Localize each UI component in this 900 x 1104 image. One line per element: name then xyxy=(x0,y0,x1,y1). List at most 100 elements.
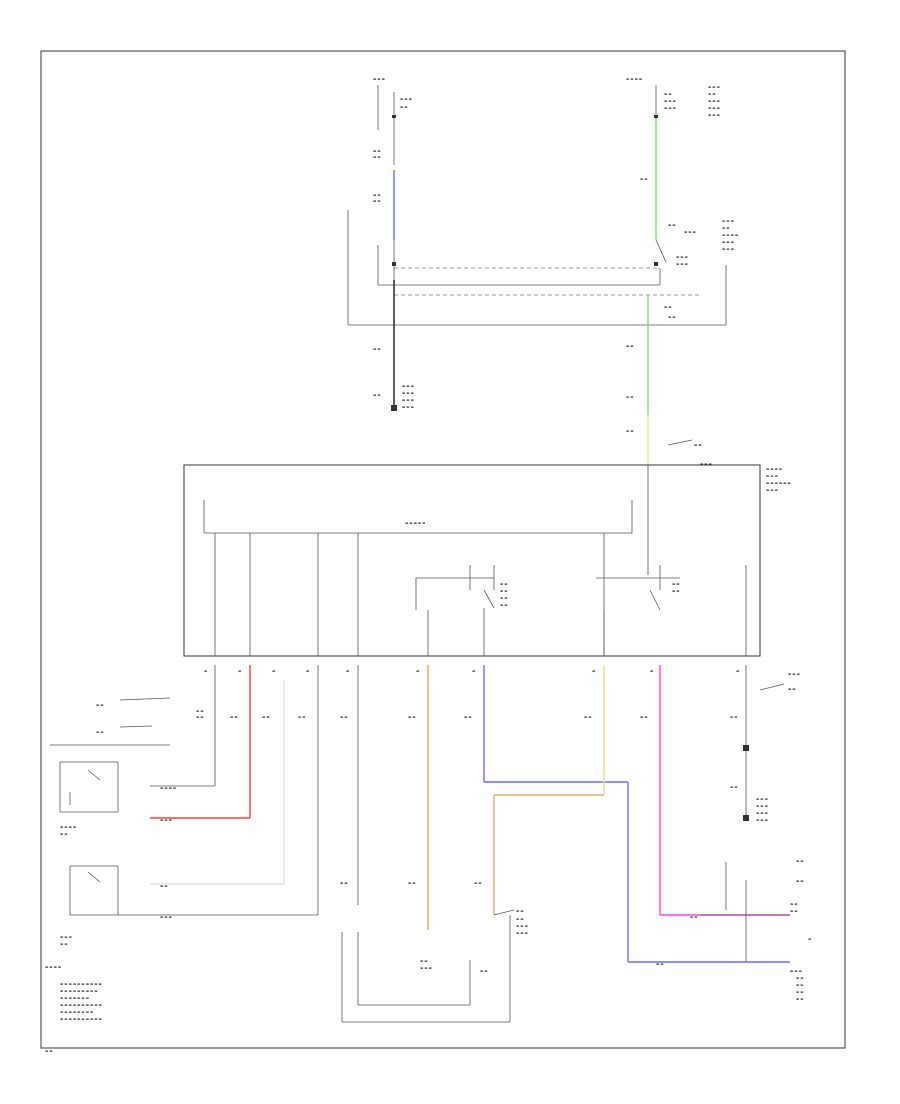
svg-text:▬ ▬: ▬ ▬ xyxy=(500,596,508,600)
svg-text:▬ ▬ ▬: ▬ ▬ ▬ xyxy=(676,262,688,266)
svg-text:▬ ▬ ▬: ▬ ▬ ▬ xyxy=(676,255,688,259)
svg-text:▬ ▬ ▬: ▬ ▬ ▬ xyxy=(420,966,432,970)
svg-text:▬ ▬: ▬ ▬ xyxy=(722,226,730,230)
svg-text:▬ ▬: ▬ ▬ xyxy=(400,105,408,109)
svg-text:▬ ▬: ▬ ▬ xyxy=(45,1049,53,1053)
svg-text:▬ ▬ ▬: ▬ ▬ ▬ xyxy=(766,488,778,492)
svg-text:▬ ▬ ▬: ▬ ▬ ▬ xyxy=(708,106,720,110)
svg-text:▬: ▬ xyxy=(736,669,739,673)
svg-text:▬ ▬ ▬ ▬: ▬ ▬ ▬ ▬ xyxy=(45,965,61,969)
svg-text:▬ ▬ ▬ ▬: ▬ ▬ ▬ ▬ xyxy=(60,825,76,829)
svg-text:▬ ▬: ▬ ▬ xyxy=(373,347,381,351)
svg-text:▬ ▬: ▬ ▬ xyxy=(420,959,428,963)
svg-text:▬ ▬: ▬ ▬ xyxy=(408,881,416,885)
svg-text:▬ ▬: ▬ ▬ xyxy=(584,715,592,719)
svg-text:▬ ▬: ▬ ▬ xyxy=(788,687,796,691)
svg-text:▬ ▬ ▬ ▬ ▬ ▬ ▬: ▬ ▬ ▬ ▬ ▬ ▬ ▬ xyxy=(60,996,89,1000)
svg-text:▬ ▬: ▬ ▬ xyxy=(262,715,270,719)
svg-text:▬ ▬ ▬: ▬ ▬ ▬ xyxy=(373,77,385,81)
right-top-feed: ▬ ▬ ▬ ▬ ▬ ▬ ▬ ▬ ▬ ▬ ▬ ▬ ▬ ▬ ▬ ▬ ▬ ▬ ▬ ▬ … xyxy=(626,77,738,266)
svg-text:▬ ▬ ▬: ▬ ▬ ▬ xyxy=(756,818,768,822)
svg-text:▬ ▬ ▬: ▬ ▬ ▬ xyxy=(160,915,172,919)
svg-text:▬ ▬: ▬ ▬ xyxy=(668,223,676,227)
svg-text:▬ ▬ ▬ ▬ ▬ ▬ ▬ ▬ ▬ ▬: ▬ ▬ ▬ ▬ ▬ ▬ ▬ ▬ ▬ ▬ xyxy=(60,1003,102,1007)
control-module: ▬ ▬ ▬ ▬ ▬ ▬ ▬ ▬ ▬ ▬ ▬ ▬ ▬ ▬ ▬ ▬ ▬ ▬ ▬ ▬ … xyxy=(183,464,791,657)
wire-black: ▬ ▬ ▬ ▬ ▬ ▬ ▬ ▬ ▬ ▬ xyxy=(150,665,359,916)
svg-text:▬ ▬: ▬ ▬ xyxy=(500,603,508,607)
svg-text:▬ ▬ ▬ ▬: ▬ ▬ ▬ ▬ xyxy=(160,786,176,790)
svg-text:▬ ▬ ▬: ▬ ▬ ▬ xyxy=(766,474,778,478)
svg-text:▬ ▬: ▬ ▬ xyxy=(796,990,804,994)
svg-text:▬ ▬: ▬ ▬ xyxy=(373,199,381,203)
svg-text:▬: ▬ xyxy=(472,669,475,673)
svg-text:▬ ▬: ▬ ▬ xyxy=(626,429,634,433)
svg-text:▬ ▬ ▬: ▬ ▬ ▬ xyxy=(684,230,696,234)
svg-text:▬ ▬: ▬ ▬ xyxy=(790,909,798,913)
svg-text:▬ ▬ ▬ ▬ ▬ ▬ ▬ ▬ ▬: ▬ ▬ ▬ ▬ ▬ ▬ ▬ ▬ ▬ xyxy=(60,989,97,993)
svg-text:▬ ▬: ▬ ▬ xyxy=(373,155,381,159)
svg-text:▬ ▬: ▬ ▬ xyxy=(796,879,804,883)
upper-switch-assembly: ▬ ▬ ▬ ▬ xyxy=(347,210,727,326)
svg-text:▬ ▬: ▬ ▬ xyxy=(60,942,68,946)
svg-text:▬ ▬ ▬ ▬ ▬ ▬ ▬ ▬: ▬ ▬ ▬ ▬ ▬ ▬ ▬ ▬ xyxy=(60,1010,93,1014)
svg-text:▬ ▬: ▬ ▬ xyxy=(298,715,306,719)
svg-text:▬: ▬ xyxy=(416,669,419,673)
svg-text:▬ ▬: ▬ ▬ xyxy=(796,976,804,980)
svg-text:▬ ▬ ▬: ▬ ▬ ▬ xyxy=(708,99,720,103)
left-switch-lower: ▬ ▬ ▬ ▬ ▬ ▬ ▬ ▬ ▬ ▬ xyxy=(60,865,172,946)
svg-text:▬ ▬: ▬ ▬ xyxy=(790,902,798,906)
svg-text:▬ ▬: ▬ ▬ xyxy=(690,915,698,919)
diagram-border xyxy=(40,50,846,1049)
svg-text:▬ ▬: ▬ ▬ xyxy=(640,715,648,719)
svg-text:▬ ▬ ▬: ▬ ▬ ▬ xyxy=(402,384,414,388)
svg-text:▬ ▬ ▬: ▬ ▬ ▬ xyxy=(402,405,414,409)
svg-text:▬ ▬ ▬: ▬ ▬ ▬ xyxy=(516,924,528,928)
svg-text:▬ ▬: ▬ ▬ xyxy=(664,305,672,309)
svg-text:▬ ▬: ▬ ▬ xyxy=(672,582,680,586)
svg-text:▬ ▬ ▬: ▬ ▬ ▬ xyxy=(516,931,528,935)
svg-text:▬ ▬: ▬ ▬ xyxy=(672,589,680,593)
bottom-left-notes: ▬ ▬ ▬ ▬ ▬ ▬ ▬ ▬ ▬ ▬ ▬ ▬ ▬ ▬ ▬ ▬ ▬ ▬ ▬ ▬ … xyxy=(45,965,102,1053)
wire-blue: ▬ ▬ ▬ ▬ xyxy=(464,665,790,966)
svg-text:▬ ▬ ▬: ▬ ▬ ▬ xyxy=(756,797,768,801)
connector-pins: ▬ ▬ ▬ ▬ ▬ ▬ ▬ ▬ ▬ ▬ xyxy=(204,669,739,673)
svg-text:▬ ▬ ▬: ▬ ▬ ▬ xyxy=(400,97,412,101)
svg-text:▬ ▬: ▬ ▬ xyxy=(516,909,524,913)
svg-text:▬: ▬ xyxy=(306,669,309,673)
svg-text:▬ ▬: ▬ ▬ xyxy=(664,92,672,96)
svg-text:▬ ▬ ▬: ▬ ▬ ▬ xyxy=(708,85,720,89)
svg-text:▬: ▬ xyxy=(204,669,207,673)
svg-text:▬ ▬: ▬ ▬ xyxy=(196,709,204,713)
control-module-box xyxy=(183,464,761,657)
svg-text:▬ ▬ ▬: ▬ ▬ ▬ xyxy=(402,398,414,402)
svg-text:▬: ▬ xyxy=(592,669,595,673)
wire-red: ▬ ▬ xyxy=(150,665,251,819)
svg-text:▬ ▬: ▬ ▬ xyxy=(160,884,168,888)
svg-text:▬: ▬ xyxy=(346,669,349,673)
svg-text:▬ ▬ ▬: ▬ ▬ ▬ xyxy=(756,804,768,808)
svg-text:▬ ▬ ▬ ▬: ▬ ▬ ▬ ▬ xyxy=(766,467,782,471)
svg-text:▬ ▬ ▬: ▬ ▬ ▬ xyxy=(790,969,802,973)
svg-text:▬ ▬ ▬ ▬ ▬ ▬ ▬ ▬ ▬ ▬: ▬ ▬ ▬ ▬ ▬ ▬ ▬ ▬ ▬ ▬ xyxy=(60,1017,102,1021)
svg-text:▬ ▬ ▬: ▬ ▬ ▬ xyxy=(160,818,172,822)
bottom-center-switch: ▬ ▬ ▬ ▬ ▬ ▬ ▬ ▬ ▬ ▬ ▬ ▬ ▬ ▬ ▬ ▬ ▬ xyxy=(341,909,528,1023)
svg-text:▬ ▬: ▬ ▬ xyxy=(230,715,238,719)
svg-text:▬ ▬ ▬ ▬ ▬ ▬ ▬ ▬ ▬ ▬: ▬ ▬ ▬ ▬ ▬ ▬ ▬ ▬ ▬ ▬ xyxy=(60,982,102,986)
svg-text:▬ ▬: ▬ ▬ xyxy=(408,715,416,719)
svg-text:▬ ▬: ▬ ▬ xyxy=(796,859,804,863)
left-top-feed: ▬ ▬ ▬ ▬ ▬ ▬ ▬ ▬ ▬ ▬ ▬ ▬ ▬ ▬ ▬ ▬ xyxy=(373,77,412,280)
svg-text:▬ ▬: ▬ ▬ xyxy=(340,881,348,885)
svg-text:▬ ▬ ▬: ▬ ▬ ▬ xyxy=(756,811,768,815)
svg-text:▬ ▬: ▬ ▬ xyxy=(464,715,472,719)
svg-text:▬ ▬: ▬ ▬ xyxy=(196,715,204,719)
svg-text:▬ ▬: ▬ ▬ xyxy=(796,983,804,987)
svg-text:▬ ▬: ▬ ▬ xyxy=(96,730,104,734)
wire-white: ▬ ▬ xyxy=(150,680,285,885)
svg-text:▬: ▬ xyxy=(238,669,241,673)
svg-text:▬ ▬ ▬ ▬ ▬: ▬ ▬ ▬ ▬ ▬ xyxy=(405,521,425,525)
svg-text:▬ ▬ ▬: ▬ ▬ ▬ xyxy=(664,99,676,103)
svg-text:▬ ▬: ▬ ▬ xyxy=(516,917,524,921)
svg-text:▬ ▬ ▬: ▬ ▬ ▬ xyxy=(402,391,414,395)
right-bottom-connector: ▬ ▬ ▬ ▬ ▬ ▬ ▬ ▬ ▬ ▬ ▬ ▬ ▬ ▬ ▬ ▬ ▬ ▬ ▬ ▬ xyxy=(700,859,811,1001)
